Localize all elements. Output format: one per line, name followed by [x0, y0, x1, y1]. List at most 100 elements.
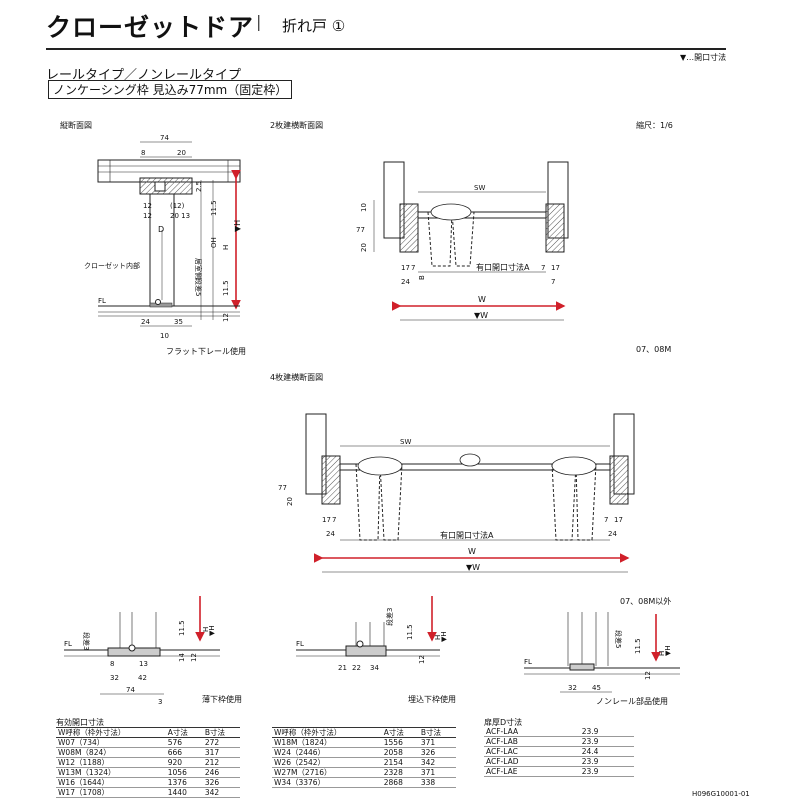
room-side-label: 居室側	[194, 258, 203, 279]
svg-text:21: 21	[338, 664, 347, 672]
svg-text:8: 8	[110, 660, 114, 668]
svg-text:20: 20	[360, 243, 368, 252]
svg-text:段差5: 段差5	[614, 630, 623, 648]
svg-text:24: 24	[326, 530, 335, 538]
svg-text:FL: FL	[64, 640, 72, 648]
svg-text:7: 7	[411, 264, 415, 272]
svg-text:7: 7	[541, 264, 545, 272]
page-subtitle: 折れ戸 ①	[282, 17, 346, 35]
svg-text:▼W: ▼W	[474, 311, 488, 320]
svg-text:H: H	[202, 627, 210, 632]
svg-text:11.5: 11.5	[178, 620, 186, 636]
svg-text:FL: FL	[296, 640, 304, 648]
table-header: W呼称（枠外寸法）	[272, 727, 382, 738]
svg-text:▼W: ▼W	[466, 563, 480, 572]
four-door-section-diagram: 4枚建横断面図 SW 77 20 17 7 24 7 17 24 有口開口寸法A…	[270, 372, 671, 606]
svg-text:20 13: 20 13	[170, 212, 190, 220]
two-door-section-diagram: 2枚建横断面図 縮尺：1/6 SW 77 10 20 17 7 24 B 7 1…	[270, 120, 673, 354]
svg-text:24: 24	[401, 278, 410, 286]
svg-text:4枚建横断面図: 4枚建横断面図	[270, 372, 323, 382]
svg-text:▼H: ▼H	[233, 220, 242, 232]
svg-text:12: 12	[644, 671, 652, 680]
svg-text:2.5: 2.5	[195, 181, 203, 192]
svg-text:32: 32	[568, 684, 577, 692]
svg-text:13: 13	[139, 660, 148, 668]
svg-text:11.5: 11.5	[222, 280, 230, 296]
svg-text:SW: SW	[400, 438, 411, 446]
svg-text:17: 17	[322, 516, 331, 524]
nonrail-detail: 段差5 FL 11.5 12 H ▼H 32 45 ノンレール部品使用	[524, 612, 680, 706]
svg-text:12: 12	[143, 212, 152, 220]
svg-text:(12): (12)	[170, 202, 185, 210]
svg-text:77: 77	[278, 484, 287, 492]
svg-text:14: 14	[178, 653, 186, 662]
svg-text:17: 17	[614, 516, 623, 524]
page-title: クローゼットドア	[46, 13, 255, 42]
svg-text:埋込下枠使用: 埋込下枠使用	[408, 694, 456, 704]
document-code: H096G10001-01	[692, 790, 750, 798]
title-separator: |	[256, 12, 262, 31]
table1-caption: 有効開口寸法	[56, 718, 104, 727]
svg-text:W: W	[468, 547, 476, 556]
svg-text:24: 24	[141, 318, 150, 326]
svg-text:H: H	[222, 245, 230, 250]
svg-text:12: 12	[190, 653, 198, 662]
svg-text:▼H: ▼H	[208, 625, 216, 636]
svg-text:17: 17	[551, 264, 560, 272]
svg-text:段差5: 段差5	[194, 278, 203, 296]
svg-text:45: 45	[592, 684, 601, 692]
title-rule	[46, 48, 726, 50]
svg-text:77: 77	[356, 226, 365, 234]
svg-text:段差3: 段差3	[385, 608, 394, 626]
svg-text:8: 8	[141, 149, 145, 157]
svg-text:12: 12	[418, 655, 426, 664]
svg-text:H: H	[434, 635, 442, 640]
svg-text:▼H: ▼H	[440, 631, 448, 642]
svg-text:ノンレール部品使用: ノンレール部品使用	[596, 696, 668, 706]
svg-text:11.5: 11.5	[634, 638, 642, 654]
type-label: レールタイプ／ノンレールタイプ	[46, 68, 242, 83]
section-title-vertical: 縦断面図	[60, 120, 92, 130]
svg-text:74: 74	[126, 686, 135, 694]
closet-inside-label: クローゼット内部	[84, 261, 140, 270]
svg-text:12: 12	[143, 202, 152, 210]
table-header: A寸法	[165, 727, 203, 738]
svg-text:11.5: 11.5	[210, 200, 218, 216]
svg-text:11.5: 11.5	[406, 624, 414, 640]
vertical-section-diagram: 縦断面図 74 8 20 D 12 (12) 12 20 13 2.5 11.5…	[60, 120, 246, 356]
svg-text:OH: OH	[210, 237, 218, 248]
svg-text:10: 10	[360, 203, 368, 212]
svg-text:07、08M: 07、08M	[636, 345, 671, 354]
table-header: W呼称（枠外寸法）	[56, 727, 166, 738]
svg-text:10: 10	[160, 332, 169, 340]
svg-text:12: 12	[222, 313, 230, 322]
svg-text:42: 42	[138, 674, 147, 682]
thin-sill-detail: 段差3 FL 8 13 32 42 74 3 11.5 14 12 H ▼H 薄…	[64, 596, 242, 706]
svg-text:20: 20	[286, 497, 294, 506]
table3-caption: 扉厚D寸法	[484, 718, 523, 727]
svg-text:SW: SW	[474, 184, 485, 192]
svg-text:縮尺：1/6: 縮尺：1/6	[636, 120, 673, 130]
svg-text:薄下枠使用: 薄下枠使用	[202, 694, 242, 704]
frame-label: ノンケーシング枠 見込み77mm（固定枠）	[48, 80, 293, 99]
svg-text:FL: FL	[98, 297, 106, 305]
buried-sill-detail: 段差3 FL 21 22 34 11.5 12 H ▼H 埋込下枠使用	[296, 596, 456, 704]
